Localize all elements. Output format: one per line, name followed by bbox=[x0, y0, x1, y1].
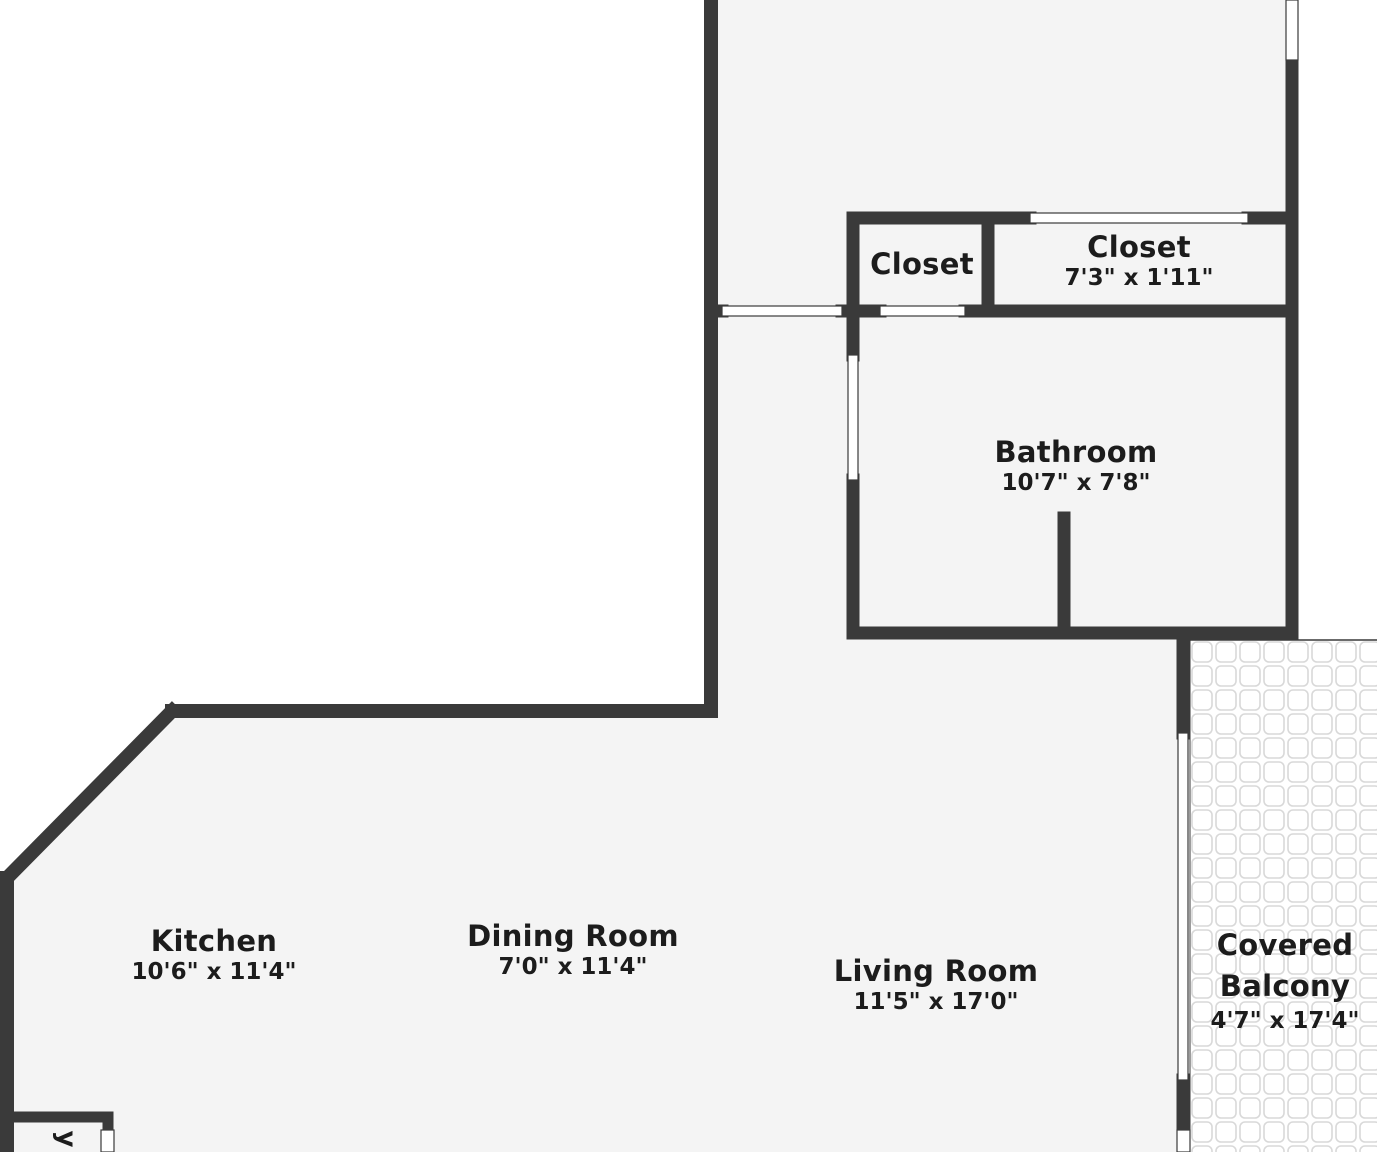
doorway-closet-small bbox=[879, 305, 966, 317]
room-dims-living-room: 11'5" x 17'0" bbox=[853, 989, 1019, 1015]
room-name-bathroom: Bathroom bbox=[994, 435, 1158, 469]
room-dims-dining-room: 7'0" x 11'4" bbox=[498, 954, 648, 980]
room-name-balcony-line2: Balcony bbox=[1219, 969, 1351, 1003]
doorway-bathroom bbox=[847, 354, 859, 481]
main-floor-area bbox=[7, 633, 1183, 1152]
room-label-bathroom: Bathroom 10'7" x 7'8" bbox=[995, 435, 1158, 497]
doorway-hallway bbox=[721, 305, 843, 317]
room-label-partial-fragment: y bbox=[51, 1130, 82, 1148]
room-name-closet-small: Closet bbox=[870, 247, 974, 281]
room-label-closet-large: Closet 7'3" x 1'11" bbox=[1065, 230, 1214, 292]
room-dims-bathroom: 10'7" x 7'8" bbox=[1001, 470, 1151, 496]
room-name-kitchen: Kitchen bbox=[150, 924, 278, 958]
sliding-door-balcony bbox=[1177, 732, 1189, 1081]
room-dims-kitchen: 10'6" x 11'4" bbox=[131, 959, 297, 985]
wall-kitchen-diagonal bbox=[0, 701, 182, 888]
room-name-closet-large: Closet bbox=[1087, 230, 1191, 264]
window-partial-room bbox=[100, 1129, 115, 1152]
room-label-closet-small: Closet bbox=[870, 247, 974, 281]
room-name-living-room: Living Room bbox=[833, 954, 1039, 988]
room-label-living-room: Living Room 11'5" x 17'0" bbox=[834, 954, 1038, 1016]
room-dims-covered-balcony: 4'7" x 17'4" bbox=[1210, 1008, 1360, 1034]
window-top-right bbox=[1285, 0, 1299, 61]
room-label-kitchen: Kitchen 10'6" x 11'4" bbox=[132, 924, 297, 986]
walls bbox=[0, 0, 1299, 1152]
room-label-dining-room: Dining Room 7'0" x 11'4" bbox=[467, 919, 679, 981]
window-bottom-right bbox=[1176, 1129, 1191, 1152]
openings bbox=[100, 0, 1299, 1152]
doorway-closet-large bbox=[1029, 212, 1249, 224]
room-dims-closet-large: 7'3" x 1'11" bbox=[1064, 265, 1214, 291]
room-name-balcony-line1: Covered bbox=[1216, 928, 1354, 962]
balcony-floor bbox=[1190, 640, 1377, 1152]
room-label-covered-balcony: Covered Balcony 4'7" x 17'4" bbox=[1211, 925, 1360, 1035]
room-name-dining-room: Dining Room bbox=[467, 919, 679, 953]
